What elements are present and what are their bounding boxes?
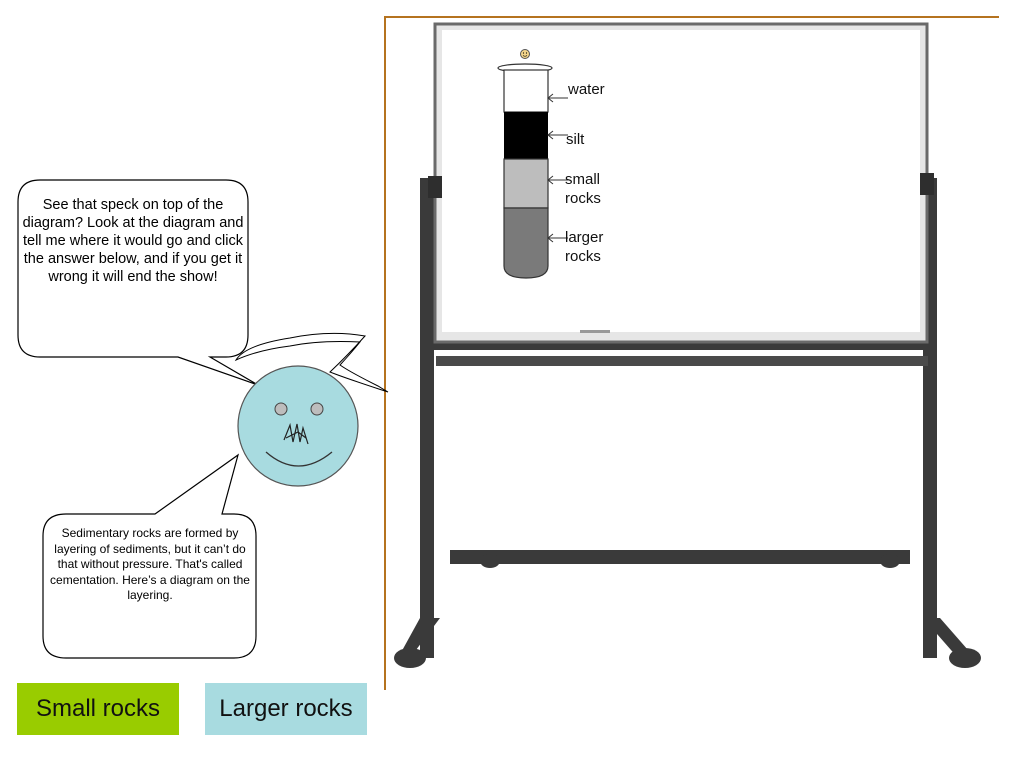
callouts-and-face bbox=[17, 179, 389, 659]
bubble-top-text: See that speck on top of the diagram? Lo… bbox=[22, 197, 244, 285]
small-rocks-layer bbox=[503, 158, 549, 209]
bubble-bottom-text: Sedimentary rocks are formed by layering… bbox=[50, 526, 250, 602]
slide-frame-left bbox=[384, 16, 386, 690]
speech-bubble-bottom bbox=[42, 453, 257, 659]
label-water: water bbox=[568, 81, 605, 98]
thought-wisp bbox=[234, 332, 389, 393]
label-silt: silt bbox=[566, 131, 585, 148]
larger-rocks-button[interactable]: Larger rocks bbox=[205, 683, 367, 735]
silt-layer bbox=[504, 112, 548, 159]
slide-frame-top bbox=[385, 16, 999, 18]
small-rocks-button[interactable]: Small rocks bbox=[17, 683, 179, 735]
speech-bubble-top bbox=[17, 179, 259, 386]
test-tube-diagram bbox=[497, 49, 568, 279]
larger-rocks-layer bbox=[503, 207, 549, 279]
smiley-face-icon bbox=[237, 365, 359, 487]
speck-icon bbox=[520, 49, 530, 59]
water-layer bbox=[503, 69, 549, 113]
whiteboard-stand bbox=[394, 22, 981, 668]
label-larger-rocks: larger rocks bbox=[565, 229, 604, 265]
label-small-rocks: small rocks bbox=[565, 171, 601, 207]
